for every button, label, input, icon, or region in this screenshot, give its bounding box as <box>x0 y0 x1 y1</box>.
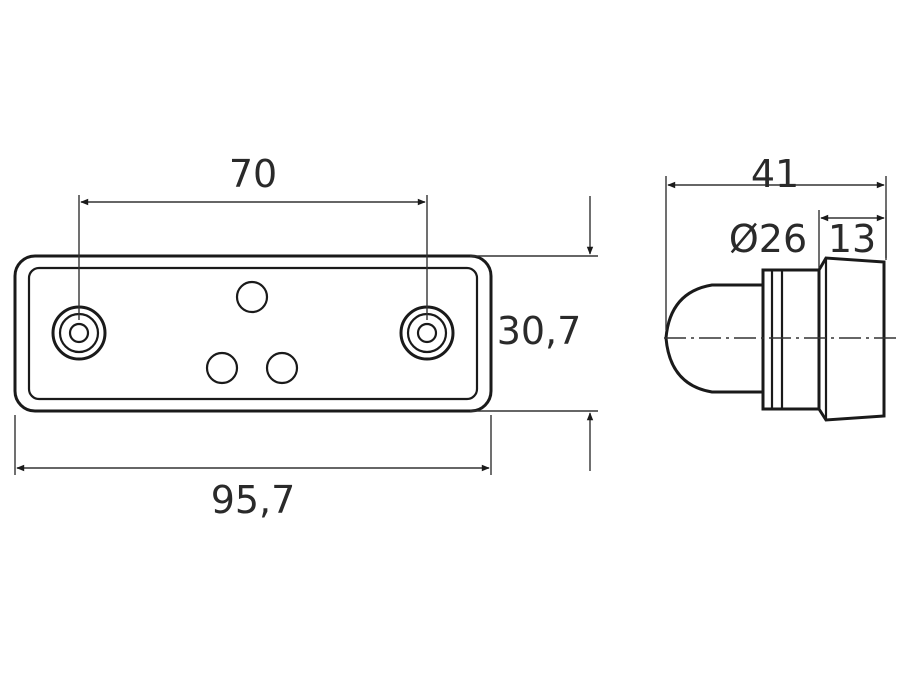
led-bottom-right <box>265 351 299 385</box>
dimension-30-7: 30,7 <box>470 196 598 471</box>
led-top <box>235 280 269 314</box>
housing-body <box>817 256 886 422</box>
side-view: 41 13 Ø26 <box>664 152 900 422</box>
dimension-label-30-7: 30,7 <box>497 309 582 353</box>
dimension-95-7: 95,7 <box>14 415 492 522</box>
dimension-label-diameter-26: Ø26 <box>729 217 807 261</box>
dimension-label-41: 41 <box>751 152 799 196</box>
front-view: 70 95,7 30,7 <box>13 152 598 522</box>
dimension-label-95-7: 95,7 <box>211 478 296 522</box>
dimension-label-70: 70 <box>229 152 277 196</box>
led-bottom-left <box>205 351 239 385</box>
dimension-label-13: 13 <box>828 217 876 261</box>
dimension-70: 70 <box>78 152 428 320</box>
lens-outline <box>27 266 479 401</box>
housing-outline <box>13 254 493 413</box>
dimension-13: 13 <box>818 210 887 268</box>
